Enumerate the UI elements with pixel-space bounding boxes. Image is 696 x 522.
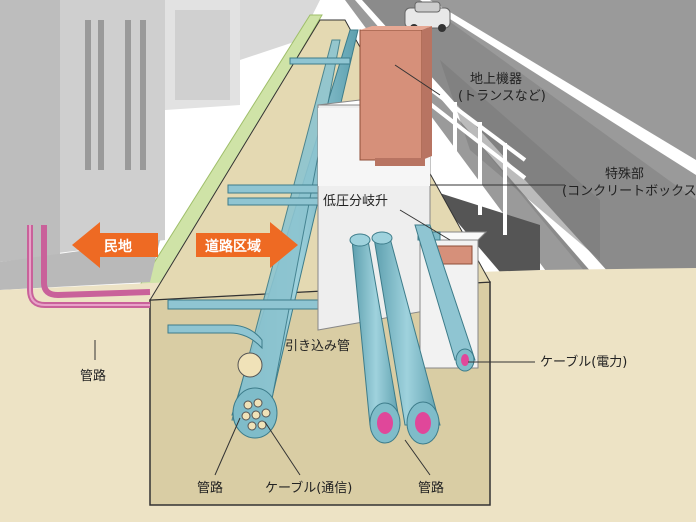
label-special-part-sub: (コンクリートボックス) bbox=[562, 184, 696, 199]
private-land-arrow bbox=[72, 222, 158, 268]
label-ground-equipment-sub: (トランスなど) bbox=[458, 89, 546, 104]
branch-pipes bbox=[167, 57, 351, 350]
leader-lines bbox=[94, 64, 565, 476]
label-duct-left: 管路 bbox=[80, 368, 106, 384]
transformer bbox=[359, 26, 432, 166]
label-cable-power: ケーブル(電力) bbox=[540, 354, 627, 370]
label-duct-bottom-right: 管路 bbox=[418, 480, 444, 496]
label-road-area: 道路区域 bbox=[205, 238, 261, 255]
road bbox=[345, 0, 696, 290]
diagonal-pipes bbox=[349, 224, 476, 445]
buildings bbox=[0, 0, 320, 262]
label-duct-bottom-left: 管路 bbox=[197, 480, 223, 496]
label-lead-in-pipe: 引き込み管 bbox=[285, 339, 350, 354]
label-ground-equipment: 地上機器 bbox=[470, 72, 522, 87]
label-private-land: 民地 bbox=[104, 238, 132, 255]
label-cable-telecom: ケーブル(通信) bbox=[265, 480, 352, 496]
pink-duct bbox=[27, 225, 151, 308]
pipe-end-telecom bbox=[232, 352, 278, 439]
label-low-voltage-box: 低圧分岐升 bbox=[323, 194, 388, 209]
label-special-part: 特殊部 bbox=[605, 167, 644, 182]
road-area-arrow bbox=[196, 222, 298, 268]
